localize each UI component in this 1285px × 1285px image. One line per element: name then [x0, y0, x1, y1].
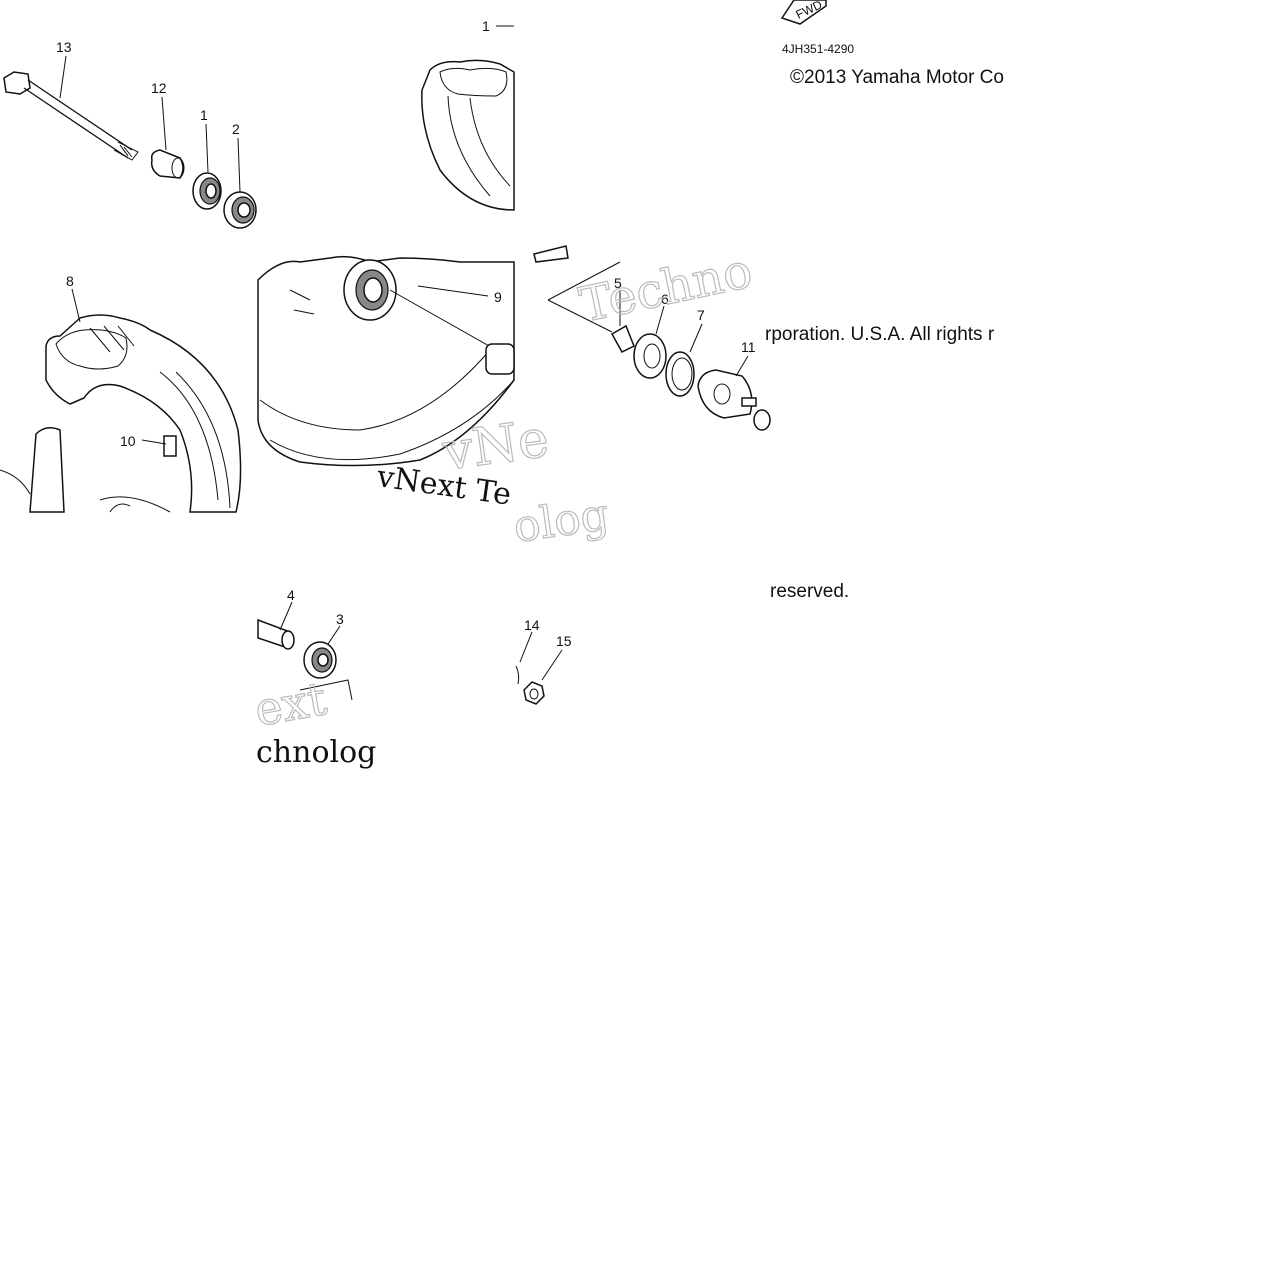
callout-4: 4: [287, 587, 295, 603]
callout-10: 10: [120, 433, 136, 449]
axle-shaft: [3, 71, 139, 161]
wheel-rim-8: [45, 314, 242, 513]
meter-gear-5: [547, 261, 635, 353]
washer-7: [665, 351, 695, 397]
callout-15: 15: [556, 633, 572, 649]
copyright-line-3: reserved.: [770, 581, 849, 602]
valve-10: [141, 435, 177, 457]
callout-7: 7: [697, 307, 705, 323]
nut-15: [515, 665, 545, 705]
callout-3-bottom: 3: [336, 611, 344, 627]
watermark-fragment-6: chnolog: [256, 735, 376, 770]
callout-9: 9: [494, 289, 502, 305]
callout-5: 5: [614, 275, 622, 291]
copyright-line-1: ©2013 Yamaha Motor Co: [790, 67, 1004, 88]
gear-housing-11: [697, 369, 771, 431]
callout-13: 13: [56, 39, 72, 55]
callout-3-top: 2: [232, 121, 240, 137]
hub-fork-sketch: [0, 427, 171, 513]
collar-12: [150, 149, 185, 179]
copyright-line-2: rporation. U.S.A. All rights r: [765, 324, 995, 345]
bearing-3-bottom: [299, 641, 353, 701]
oil-seal-6: [633, 333, 667, 379]
fwd-badge: FWD: [780, 0, 827, 25]
watermark-fragment-4: olog: [510, 489, 611, 553]
callout-2: 1: [200, 107, 208, 123]
callout-1: 1: [482, 18, 490, 34]
callout-12: 12: [151, 80, 167, 96]
callout-11: 11: [741, 339, 756, 355]
watermark-fragment-1: Techno: [575, 243, 757, 334]
tire-1: [421, 59, 515, 211]
callout-6: 6: [661, 291, 669, 307]
callout-14: 14: [524, 617, 540, 633]
callout-8: 8: [66, 273, 74, 289]
bearing-2: [192, 172, 222, 210]
spacer-4: [257, 618, 295, 650]
wheel-hub-center: [257, 255, 515, 467]
part-code: 4JH351-4290: [782, 42, 854, 56]
watermark-fragment-5: ext: [251, 671, 331, 737]
small-bracket: [533, 245, 569, 263]
bearing-3-top: [223, 191, 257, 229]
